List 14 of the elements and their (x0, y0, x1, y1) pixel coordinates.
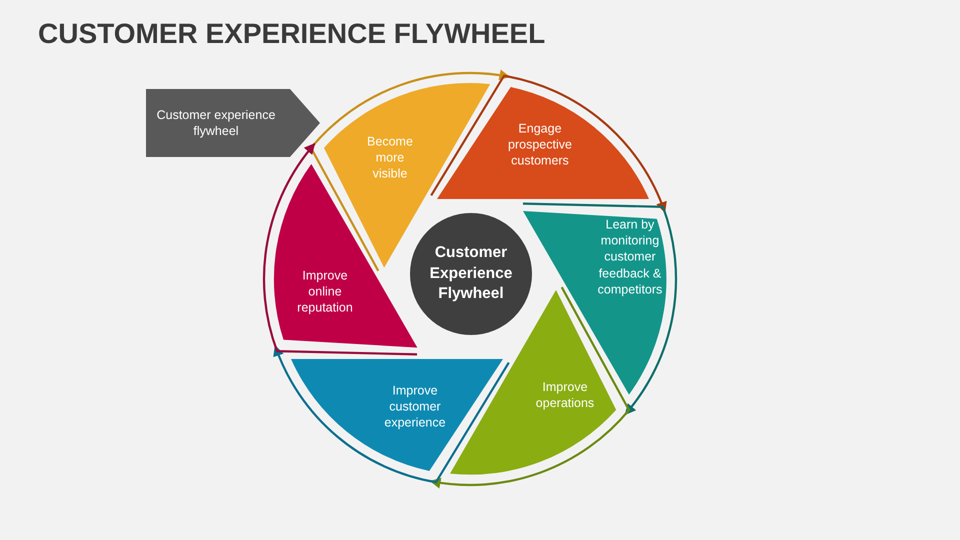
node-label: Improve operations (534, 378, 596, 412)
title: CUSTOMER EXPERIENCE FLYWHEEL (38, 18, 546, 50)
node-label: Improve online reputation (296, 268, 354, 316)
node-label: Customer experience flywheel (156, 106, 276, 140)
node-label: Learn by monitoring customer feedback & competitors (596, 216, 664, 298)
cycle-arrow (310, 70, 510, 272)
node-label: Become more visible (366, 134, 414, 182)
cycle-arrow (274, 345, 510, 484)
cycle-arrow (522, 202, 678, 416)
cycle-arrow (262, 142, 418, 356)
node-label: Improve customer experience (383, 382, 447, 432)
node-label: Engage prospective customers (507, 120, 573, 170)
cycle-arrow (430, 286, 630, 488)
node-label: Customer Experience Flywheel (428, 242, 514, 304)
